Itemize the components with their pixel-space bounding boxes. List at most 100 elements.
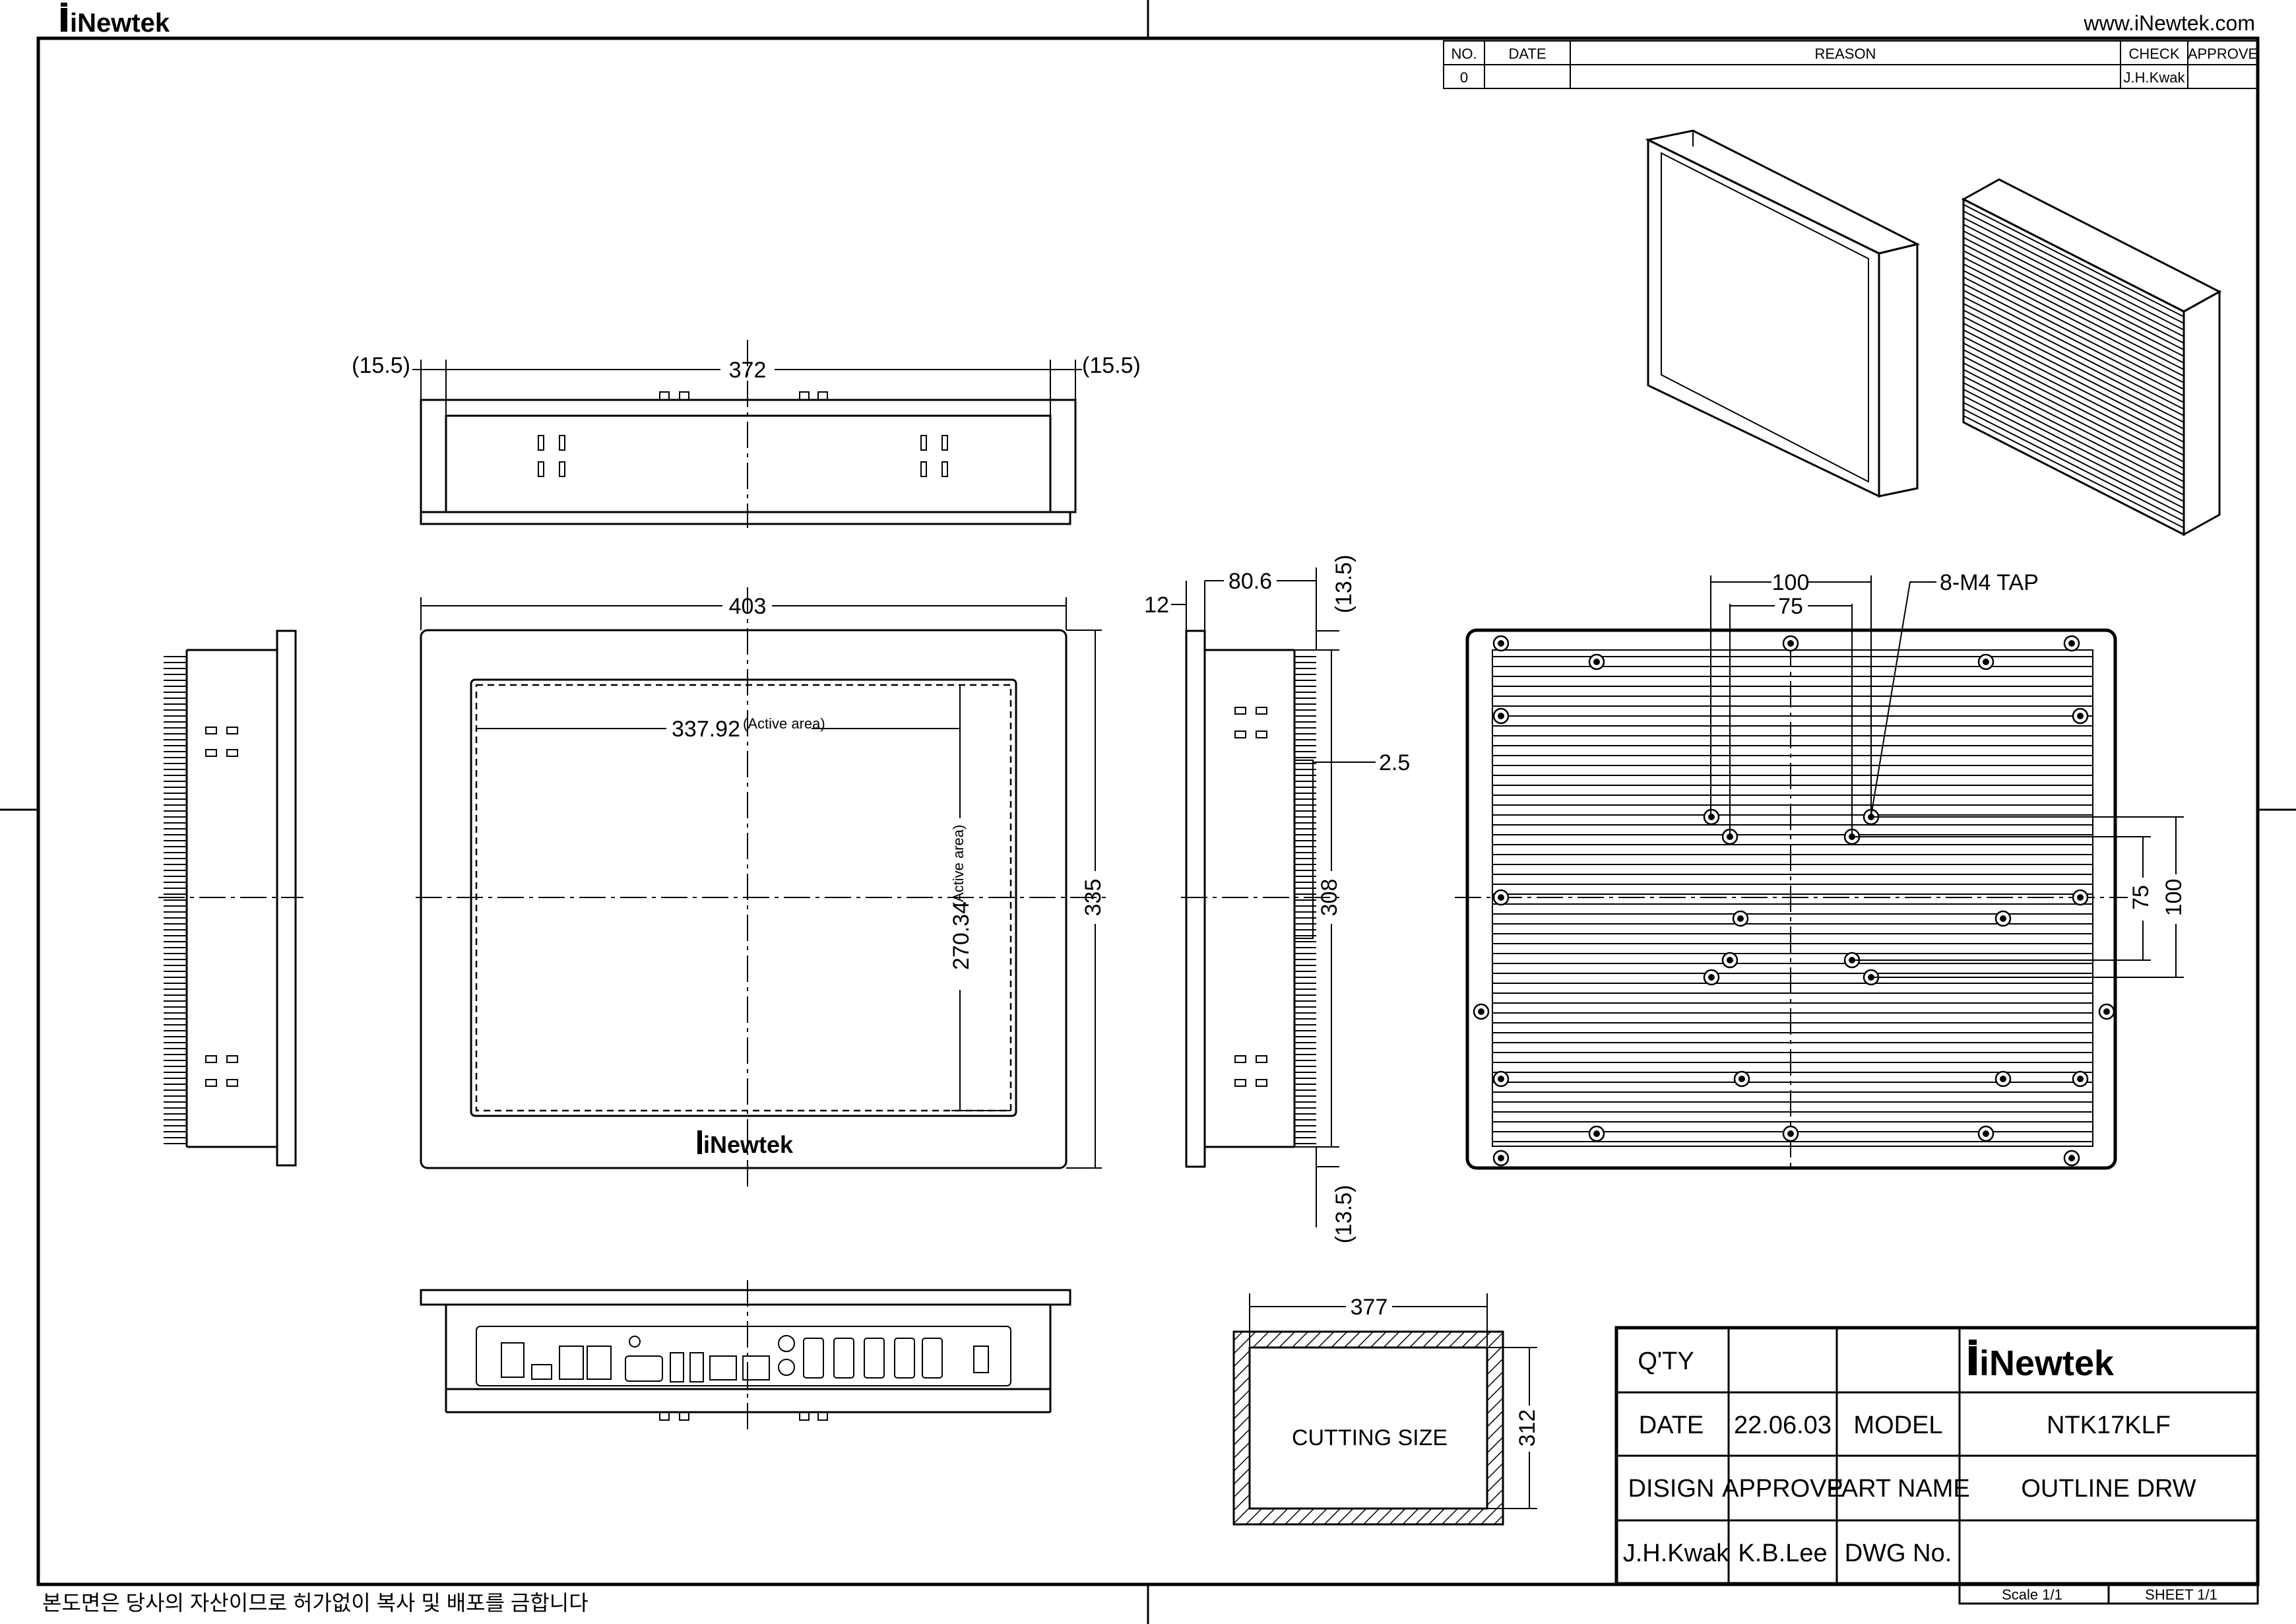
mount-hole-center	[1498, 1155, 1504, 1161]
dim-side-depth: 80.6	[1228, 569, 1272, 594]
footer-notice: 본도면은 당사의 자산이므로 허가없이 복사 및 배포를 금합니다	[42, 1591, 589, 1615]
website-text: www.iNewtek.com	[2083, 11, 2255, 35]
iso-front-view	[1645, 129, 1921, 498]
dim-vesa-outer-h: 100	[1772, 570, 1810, 595]
brand-logo-top: iNewtek	[61, 3, 170, 38]
tb-dwg-label: DWG No.	[1845, 1540, 1952, 1567]
iso-fin-line	[1963, 369, 2184, 482]
mount-hole-center	[1849, 957, 1855, 963]
io-ports	[501, 1335, 989, 1382]
revision-table: NO. DATE REASON CHECK APPROVE 0 J.H.Kwak	[1443, 40, 2258, 89]
tb-approve-label: APPROVE	[1722, 1475, 1843, 1503]
iso-fin-line	[1963, 382, 2184, 496]
iso-fin-line	[1963, 375, 2184, 489]
front-view: iNewtek 403 335 337.92 (Active area) 270…	[416, 587, 1108, 1188]
mount-hole-center	[2103, 1008, 2110, 1015]
dim-top-left-offset: (15.5)	[352, 353, 410, 378]
rev-header-no: NO.	[1451, 46, 1477, 62]
mount-hole-center	[1498, 894, 1504, 901]
iso-fin-line	[1963, 323, 2184, 436]
dim-side-top-offset: (13.5)	[1331, 555, 1356, 614]
iso-fin-line	[1963, 395, 2184, 509]
rev-row-no: 0	[1460, 69, 1468, 86]
dim-top-right-offset: (15.5)	[1082, 353, 1141, 378]
iso-fin-line	[1963, 204, 2184, 317]
iso-fin-line	[1963, 316, 2184, 430]
active-area-label-h: (Active area)	[743, 715, 825, 732]
rev-header-check: CHECK	[2128, 46, 2179, 62]
left-side-view	[158, 630, 303, 1167]
tb-part-name-label: PART NAME	[1826, 1475, 1970, 1503]
rev-header-reason: REASON	[1815, 46, 1876, 62]
iso-fin-line	[1963, 349, 2184, 463]
mount-hole-center	[1787, 1130, 1794, 1137]
mount-hole-center	[1727, 957, 1733, 963]
right-side-view: 12 80.6 (13.5) 2.5 308 (13.5)	[1144, 555, 1410, 1244]
mount-hole-center	[1478, 1008, 1484, 1015]
mount-hole-center	[1868, 974, 1874, 981]
tb-date-label: DATE	[1639, 1412, 1704, 1439]
rev-header-date: DATE	[1508, 46, 1546, 62]
rev-header-approve: APPROVE	[2188, 46, 2258, 62]
cutout-view: CUTTING SIZE 377 312	[1232, 1293, 1540, 1526]
tb-sheet: SHEET 1/1	[2145, 1586, 2217, 1603]
active-area-label-v: (Active area)	[950, 825, 967, 907]
mount-hole-center	[1498, 1076, 1504, 1082]
tap-label: 8-M4 TAP	[1940, 570, 2039, 595]
mount-hole-center	[2068, 640, 2075, 647]
iso-fin-line	[1963, 362, 2184, 476]
iso-fin-line	[1963, 356, 2184, 469]
iso-fin-line	[1963, 402, 2184, 515]
mount-hole-center	[2000, 915, 2006, 922]
iso-fin-line	[1963, 329, 2184, 443]
mount-hole-center	[1498, 713, 1504, 719]
mount-hole-center	[2068, 1155, 2075, 1161]
dim-cutout-width: 377	[1351, 1295, 1388, 1320]
iso-fin-line	[1963, 276, 2184, 390]
iso-fin-line	[1963, 224, 2184, 337]
rear-view: 100 75 8-M4 TAP 75 100	[1455, 570, 2186, 1171]
mount-hole-center	[1738, 1076, 1745, 1082]
iso-fin-line	[1963, 217, 2184, 331]
front-logo-text: iNewtek	[703, 1131, 794, 1158]
iso-fin-line	[1963, 336, 2184, 449]
tb-model-value: NTK17KLF	[2047, 1412, 2171, 1439]
mount-hole-center	[2077, 713, 2084, 719]
mount-hole-center	[1983, 1130, 1989, 1137]
iso-fin-line	[1963, 309, 2184, 423]
dim-vesa-inner-v: 75	[2128, 885, 2153, 910]
mount-hole-center	[1983, 659, 1989, 665]
iso-fin-line	[1963, 303, 2184, 416]
mount-hole-center	[1498, 640, 1504, 647]
dim-side-bezel: 12	[1144, 593, 1169, 618]
tb-logo-text: iNewtek	[1979, 1344, 2115, 1383]
iso-fin-line	[1963, 237, 2184, 350]
dim-active-height: 270.34	[949, 901, 974, 970]
iso-fin-line	[1963, 389, 2184, 502]
rear-fins	[1492, 656, 2093, 1142]
dim-vesa-outer-v: 100	[2161, 879, 2186, 917]
tb-approver: K.B.Lee	[1738, 1540, 1827, 1567]
tb-qty-label: Q'TY	[1638, 1348, 1694, 1375]
dim-vesa-inner-h: 75	[1778, 594, 1803, 619]
rev-row-check: J.H.Kwak	[2124, 69, 2186, 86]
iso-fin-line	[1963, 422, 2184, 535]
cutting-size-label: CUTTING SIZE	[1292, 1425, 1448, 1450]
fins-left	[164, 656, 187, 1144]
dim-front-height: 335	[1081, 879, 1106, 917]
mount-hole-center	[1787, 640, 1794, 647]
tb-design-label: DISIGN	[1628, 1475, 1715, 1503]
mount-hole-center	[2077, 1076, 2084, 1082]
logo-text: iNewtek	[70, 9, 170, 38]
mount-hole-center	[1737, 915, 1744, 922]
dim-side-height: 308	[1317, 879, 1342, 917]
mount-hole-center	[1727, 833, 1733, 840]
mount-hole-center	[1849, 833, 1855, 840]
dim-side-step: 2.5	[1379, 750, 1410, 775]
iso-fin-line	[1963, 283, 2184, 397]
iso-fin-line	[1963, 290, 2184, 403]
mount-hole-center	[1593, 659, 1600, 665]
mount-hole-center	[2000, 1076, 2006, 1082]
dim-top-width: 372	[729, 358, 767, 383]
